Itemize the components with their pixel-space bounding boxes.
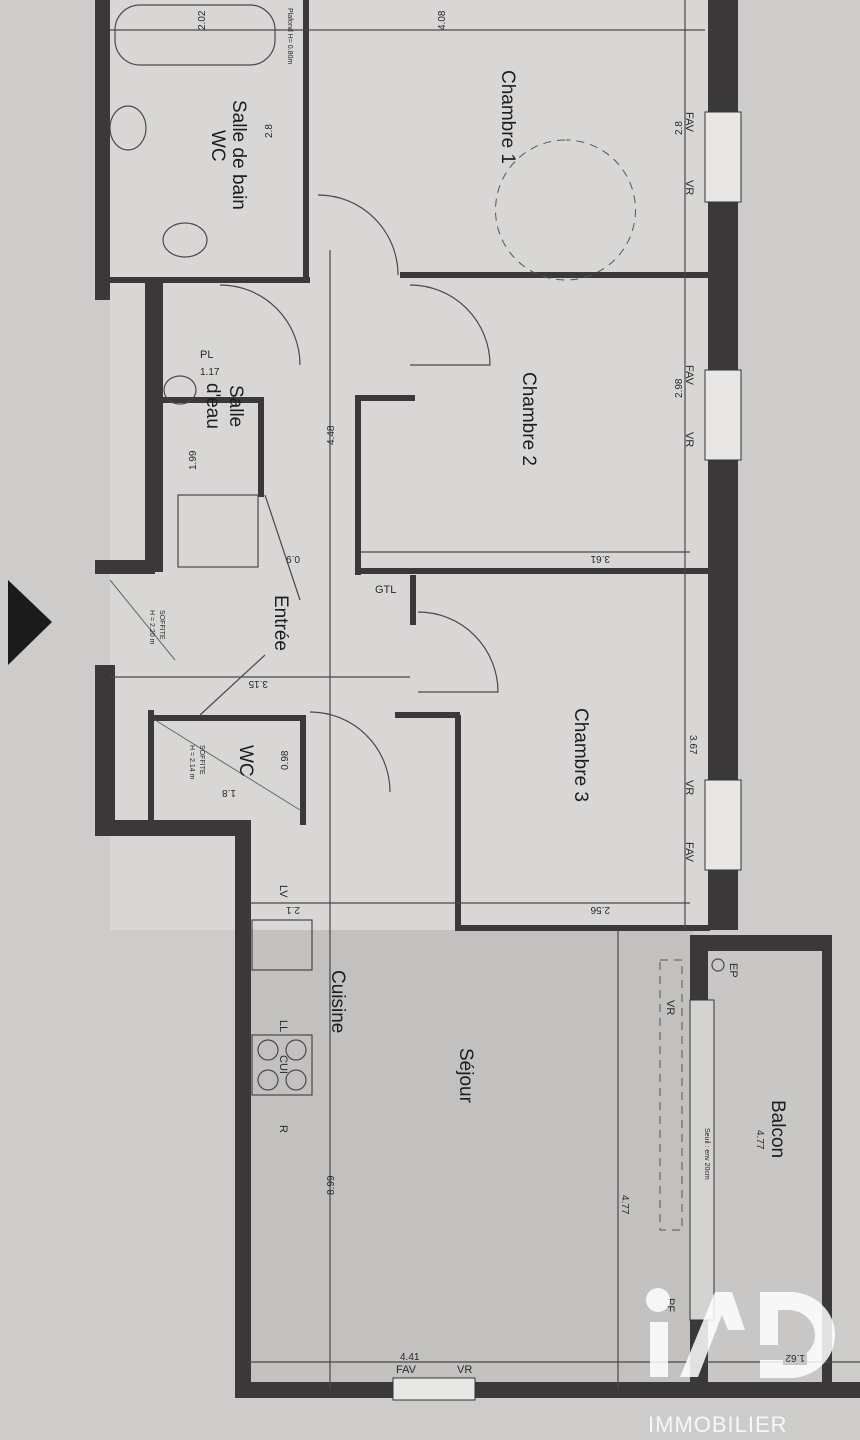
dim-sejour-depth: 4.41: [400, 1352, 420, 1363]
sink-icon: [109, 105, 147, 151]
soffite-hatch-2: [154, 719, 301, 811]
room-labels: Chambre 1 Chambre 2 Chambre 3 Salle de b…: [202, 70, 788, 1158]
dimension-labels: 2.02 4.08 2.8 2.8 2.98 4.48 1.17 1.99 0.…: [188, 10, 765, 1363]
dim-wc-length: 1.8: [222, 787, 236, 798]
tag-fav-sejour: FAV: [396, 1364, 417, 1376]
dim-balcon-width: 1.62: [785, 1352, 805, 1363]
iad-watermark-logo: IMMOBILIER: [646, 1288, 835, 1437]
room-chambre-3: Chambre 3: [570, 708, 591, 802]
plan-tags: FAV VR FAV VR VR FAV PL GTL LV LL CUI R …: [148, 8, 739, 1376]
room-salle-eau-1: Salle: [225, 385, 246, 427]
dim-hall-length: 4.48: [326, 425, 337, 445]
tag-ep: EP: [727, 963, 739, 978]
dimension-lines: [110, 0, 860, 1390]
entrance-arrow-icon: [8, 580, 52, 665]
door-swings: [199, 194, 499, 793]
tag-pl: PL: [200, 349, 213, 361]
tag-vr-sejour: VR: [664, 1000, 676, 1015]
tag-soffite-1: SOFFITE: [158, 610, 165, 640]
dim-sde-length: 1.99: [188, 450, 199, 470]
room-salle-de-bain-wc: WC: [207, 130, 228, 162]
dim-ch3-length: 2.56: [590, 904, 610, 915]
room-chambre-2: Chambre 2: [518, 372, 539, 466]
tag-soffite-2: SOFFITE: [198, 745, 205, 775]
dim-sde-width: 1.17: [200, 367, 220, 378]
room-salle-eau-2: d'eau: [202, 383, 223, 429]
room-sejour: Séjour: [455, 1048, 476, 1104]
cooktop-icon: [251, 1034, 313, 1096]
room-cuisine: Cuisine: [327, 970, 348, 1033]
dim-sejour-length: 8.99: [326, 1175, 337, 1195]
dim-ch1-bed: 4.08: [437, 10, 448, 30]
tag-vr-sejour-2: VR: [457, 1364, 472, 1376]
toilet-icon: [162, 222, 208, 258]
dim-wc-width: 0.98: [280, 750, 291, 770]
shower-icon: [177, 494, 259, 568]
watermark-sub: IMMOBILIER: [648, 1412, 788, 1437]
dim-bath-width: 2.02: [197, 10, 208, 30]
dim-ch2-length: 3.61: [590, 553, 610, 564]
tag-fav-ch2: FAV: [683, 365, 695, 386]
dim-ch1-width: 2.8: [674, 121, 685, 135]
dim-entree-width: 3.15: [248, 678, 268, 689]
tag-plafond: Plafond H= 0.80m: [286, 8, 293, 64]
balcon-width-label-backdrop: [783, 1352, 807, 1365]
room-wc: WC: [235, 745, 256, 777]
fixtures: [109, 4, 725, 1096]
tag-vr-ch1: VR: [683, 180, 695, 195]
dim-balcon-length: 4.77: [754, 1130, 765, 1150]
tag-cui: CUI: [277, 1055, 289, 1074]
room-entree: Entrée: [270, 595, 291, 651]
dim-bath-length: 2.8: [264, 124, 275, 138]
room-balcon: Balcon: [767, 1100, 788, 1158]
washbasin-icon: [163, 375, 197, 405]
tag-gtl: GTL: [375, 584, 396, 596]
tag-r: R: [277, 1125, 289, 1133]
dim-ch2-width: 2.98: [674, 378, 685, 398]
tag-fav-ch1: FAV: [683, 112, 695, 133]
tag-vr-ch3: VR: [683, 780, 695, 795]
windows: [392, 111, 742, 1401]
room-chambre-1: Chambre 1: [497, 70, 518, 164]
kitchen-sink-icon: [251, 919, 313, 971]
bathtub-icon: [114, 4, 276, 66]
tag-lv: LV: [277, 885, 289, 898]
tag-soffite-h1: H = 2.20 m: [148, 610, 155, 645]
ep-outlet-icon: [711, 958, 725, 972]
apartment-floor-north: [110, 0, 710, 930]
tag-seuil: Seuil : env 20cm: [703, 1128, 710, 1180]
dim-ch3-width: 3.67: [687, 735, 698, 755]
tag-ll: LL: [277, 1020, 289, 1032]
tag-vr-ch2: VR: [683, 432, 695, 447]
tag-fav-ch3: FAV: [683, 842, 695, 863]
room-salle-de-bain: Salle de bain: [228, 100, 249, 210]
apartment-floor-sejour: [248, 930, 693, 1390]
dim-sejour-width: 4.77: [619, 1195, 630, 1215]
dim-cuisine-width: 2.1: [286, 904, 300, 915]
soffite-hatch-1: [109, 579, 176, 661]
dim-hall-width: 0.9: [286, 553, 300, 564]
tag-soffite-h2: H = 2.14 m: [188, 745, 195, 780]
